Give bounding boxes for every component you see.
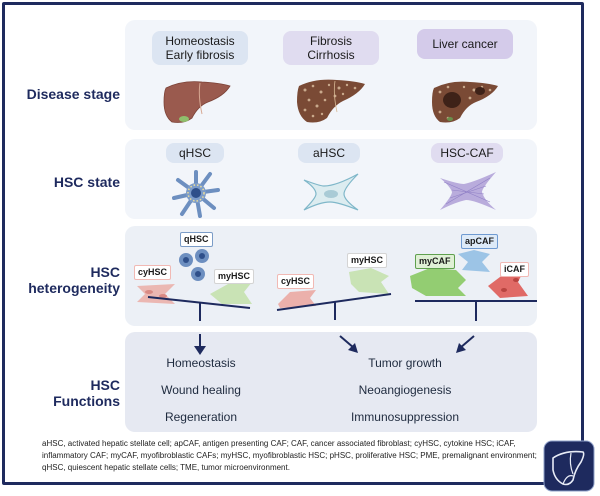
stage-pill-fibrosis: Fibrosis Cirrhosis bbox=[283, 31, 379, 65]
mycaf-cluster-icon bbox=[410, 268, 466, 296]
row-label-hsc-functions: HSC Functions bbox=[10, 377, 120, 409]
stage-pill-liver-cancer: Liver cancer bbox=[417, 29, 513, 59]
hsc-functions-panel bbox=[125, 332, 537, 432]
tag-qhsc: qHSC bbox=[180, 232, 213, 247]
arrow-down-right-icon bbox=[339, 335, 358, 353]
state-pill-ahsc: aHSC bbox=[298, 143, 360, 163]
row-label-hsc-heterogeneity: HSC heterogeneity bbox=[10, 264, 120, 296]
cancerous-liver-icon bbox=[432, 81, 498, 123]
row-label-line: Functions bbox=[53, 393, 120, 409]
stage-label-line: Cirrhosis bbox=[307, 48, 355, 62]
footnote-line: qHSC, quiescent hepatic stellate cells; … bbox=[42, 463, 290, 472]
tag-mycaf: myCAF bbox=[415, 254, 455, 269]
footnote-line: aHSC, activated hepatic stellate cell; a… bbox=[42, 439, 516, 448]
tag-cyhsc: cyHSC bbox=[277, 274, 315, 289]
icaf-cluster-icon bbox=[488, 270, 528, 298]
fibrotic-liver-icon bbox=[297, 79, 365, 123]
state-pill-qhsc: qHSC bbox=[166, 143, 224, 163]
row-label-line: HSC bbox=[90, 377, 120, 393]
function-neoangiogenesis: Neoangiogenesis bbox=[358, 383, 452, 397]
stage-label-line: Fibrosis bbox=[309, 34, 352, 48]
row-label-hsc-state: HSC state bbox=[53, 174, 120, 190]
qhsc-cluster-icon bbox=[179, 249, 209, 281]
figure-frame bbox=[2, 2, 584, 485]
tag-apcaf: apCAF bbox=[461, 234, 498, 249]
ahsc-cell-icon bbox=[303, 173, 359, 211]
stage-label-line: Liver cancer bbox=[432, 37, 498, 51]
apcaf-cluster-icon bbox=[458, 250, 490, 272]
function-homeostasis: Homeostasis bbox=[166, 356, 236, 370]
myhsc-cluster-icon bbox=[349, 268, 389, 294]
tag-icaf: iCAF bbox=[500, 262, 529, 277]
row-label-line: HSC bbox=[90, 264, 120, 280]
row-label-disease-stage: Disease stage bbox=[26, 86, 120, 102]
tag-myhsc: myHSC bbox=[214, 269, 255, 284]
footnote-line: inflammatory CAF; myCAF, myofibroblastic… bbox=[42, 451, 537, 460]
qhsc-cell-icon bbox=[172, 170, 220, 218]
abbreviations-footnote: aHSC, activated hepatic stellate cell; a… bbox=[42, 438, 542, 474]
balance-scale-level bbox=[147, 296, 251, 321]
tag-cyhsc: cyHSC bbox=[134, 265, 172, 280]
row-label-line: heterogeneity bbox=[28, 280, 120, 296]
tag-myhsc: myHSC bbox=[347, 253, 388, 268]
stage-label-line: Early fibrosis bbox=[165, 48, 235, 62]
function-tumor-growth: Tumor growth bbox=[368, 356, 442, 370]
arrow-down-icon bbox=[194, 334, 206, 355]
function-wound-healing: Wound healing bbox=[161, 383, 241, 397]
stage-pill-homeostasis: Homeostasis Early fibrosis bbox=[152, 31, 248, 65]
cyhsc-cluster-icon bbox=[278, 290, 316, 308]
balance-scale-right bbox=[415, 300, 537, 321]
hsc-caf-cell-icon bbox=[440, 172, 496, 210]
function-immunosuppression: Immunosuppression bbox=[350, 410, 460, 424]
function-regeneration: Regeneration bbox=[164, 410, 238, 424]
healthy-liver-icon bbox=[163, 81, 231, 123]
myhsc-cluster-icon bbox=[210, 282, 252, 304]
liver-logo-icon bbox=[543, 440, 595, 492]
balance-scale-tilted bbox=[276, 293, 392, 320]
state-pill-hsc-caf: HSC-CAF bbox=[431, 143, 503, 163]
arrow-down-left-icon bbox=[456, 335, 475, 353]
stage-label-line: Homeostasis bbox=[165, 34, 235, 48]
